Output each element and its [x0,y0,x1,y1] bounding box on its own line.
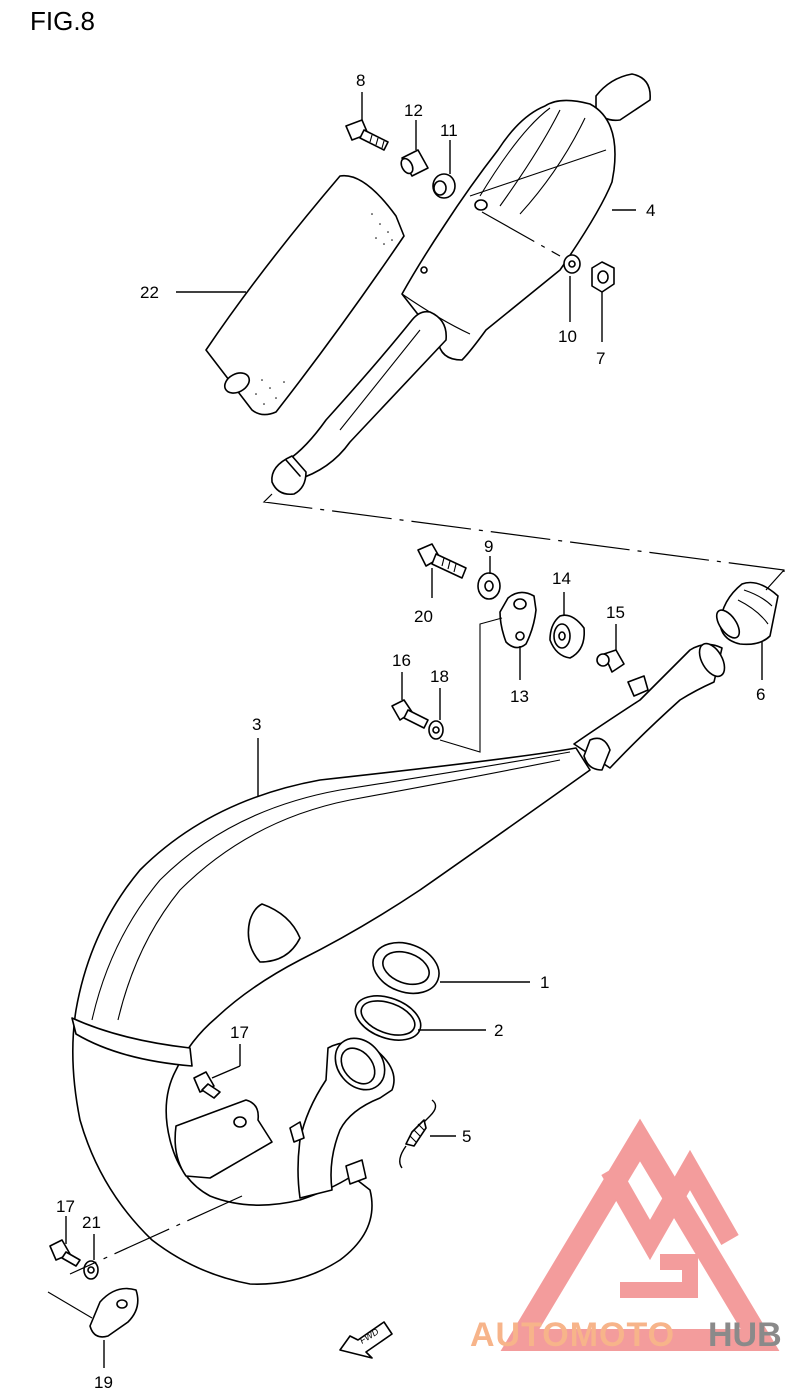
figure-title: FIG.8 [30,6,96,36]
callout-15: 15 [606,603,625,622]
callout-4: 4 [646,201,655,220]
callout-5: 5 [462,1127,471,1146]
callout-21: 21 [82,1213,101,1232]
bolt-part-20[interactable] [417,543,467,579]
nut-part-7[interactable] [591,261,615,293]
callout-16: 16 [392,651,411,670]
callout-11: 11 [440,121,458,140]
callout-7: 7 [596,349,605,368]
callout-17-lower: 17 [56,1197,75,1216]
watermark-text-automoto: AUTOMOTO [470,1316,675,1354]
callout-labels: 8 12 11 4 22 10 7 9 14 20 15 16 18 13 6 … [56,71,765,1392]
spring-part-5[interactable] [399,1099,437,1169]
gasket-part-2[interactable] [349,988,427,1049]
callout-9: 9 [484,537,493,556]
cap-part-19[interactable] [89,1287,139,1338]
collar-part-15[interactable] [596,649,625,673]
seal-part-6[interactable] [712,581,779,646]
bracket-part-13[interactable] [499,591,537,649]
watermark-text-hub: HUB [708,1316,782,1354]
washer-part-10[interactable] [563,254,581,274]
callout-22: 22 [140,283,159,302]
leader-lines [47,92,785,1368]
callout-18: 18 [430,667,449,686]
callout-10: 10 [558,327,577,346]
watermark-logo [500,1118,780,1351]
callout-8: 8 [356,71,365,90]
washer-part-21[interactable] [83,1260,99,1280]
damper-part-14[interactable] [549,614,586,659]
bolt-part-8[interactable] [345,119,389,151]
callout-3: 3 [252,715,261,734]
silencer-part-4[interactable] [271,73,651,496]
gasket-part-1[interactable] [366,934,446,1002]
bolt-part-16[interactable] [391,699,429,729]
bolt-part-17-lower[interactable] [49,1239,81,1267]
callout-2: 2 [494,1021,503,1040]
callout-14: 14 [552,569,571,588]
callout-6: 6 [756,685,765,704]
collar-part-12[interactable] [399,149,429,177]
washer-part-9[interactable] [477,572,501,600]
callout-17-upper: 17 [230,1023,249,1042]
callout-20: 20 [414,607,433,626]
callout-1: 1 [540,973,549,992]
callout-13: 13 [510,687,529,706]
callout-12: 12 [404,101,423,120]
grommet-part-11[interactable] [432,173,456,199]
exhaust-pipe-part-3[interactable] [71,639,730,1285]
silencer-packing-part-22[interactable] [205,174,405,416]
washer-part-18[interactable] [428,720,444,740]
callout-19: 19 [94,1373,113,1392]
bolt-part-17-upper[interactable] [193,1071,221,1099]
fwd-arrow-icon: FWD [339,1321,393,1359]
